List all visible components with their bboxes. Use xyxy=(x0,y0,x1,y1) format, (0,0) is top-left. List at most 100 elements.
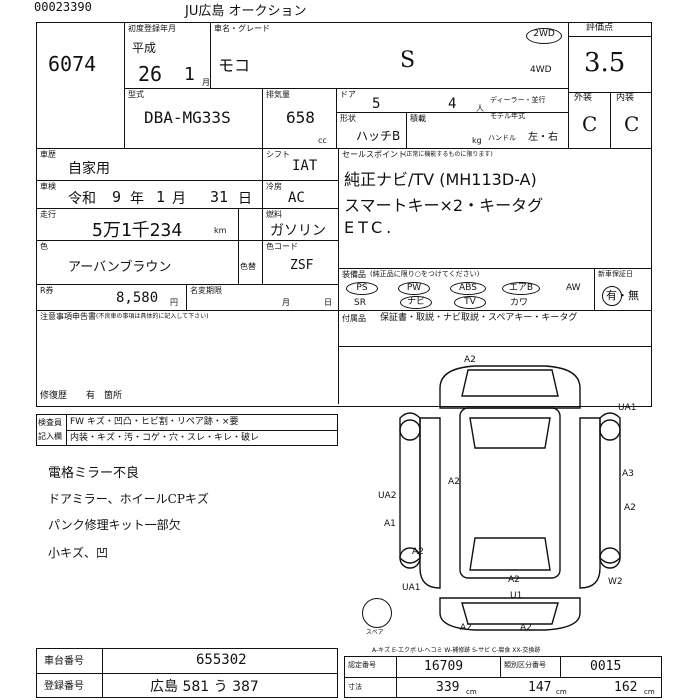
mileage-label: 走行 xyxy=(40,210,56,219)
shape-label: 形状 xyxy=(340,114,356,123)
shape-value: ハッチB xyxy=(356,129,401,143)
equipment-pw: PW xyxy=(398,282,430,295)
equipment-abs: ABS xyxy=(450,282,486,295)
damage-mark-12: W2 xyxy=(608,577,623,587)
recycle-unit: 円 xyxy=(170,298,178,307)
accessories-value: 保証書・取説・ナビ取説・スペアキー・キータグ xyxy=(380,313,578,323)
drive-4wd: 4WD xyxy=(530,65,552,75)
color-code: ZSF xyxy=(290,258,314,273)
registration-month-unit: 月 xyxy=(202,78,210,87)
spare-label: スペア xyxy=(366,629,384,636)
shift-label: シフト xyxy=(266,150,290,159)
displacement-unit: cc xyxy=(318,136,327,145)
name-change-day: 日 xyxy=(324,298,332,307)
interior-grade: C xyxy=(624,112,640,136)
lot-number: 6074 xyxy=(48,52,97,76)
vehicle-grade: S xyxy=(400,48,416,73)
damage-mark-10: A2 xyxy=(508,575,520,585)
main-frame xyxy=(36,22,652,407)
usage-value: 自家用 xyxy=(68,161,110,177)
registration-era: 平成 xyxy=(132,41,157,55)
load-unit: kg xyxy=(472,136,482,145)
doors-value: 5 xyxy=(372,96,381,112)
fuel-label: 燃料 xyxy=(266,210,282,219)
ac-label: 冷房 xyxy=(266,182,282,191)
usage-label: 車歴 xyxy=(40,150,56,159)
equipment-aw: AW xyxy=(566,283,581,293)
score-label: 評価点 xyxy=(586,23,614,33)
model-year-label: モデル年式 xyxy=(490,112,525,120)
repair-label: 修復歴 xyxy=(40,391,68,401)
dimensions-label: 寸法 xyxy=(348,683,362,691)
name-change-label: 名変期限 xyxy=(190,286,222,295)
damage-mark-7: A1 xyxy=(384,519,396,529)
dimensions-width: 147 xyxy=(528,680,552,695)
seats-unit: 人 xyxy=(476,104,484,113)
recycle-value: 8,580 xyxy=(116,290,159,306)
damage-legend: A-キズ E-エクボ U-ヘコミ W-補修跡 S-サビ C-腐食 XX-交換跡 xyxy=(372,647,541,654)
recycle-label: R券 xyxy=(40,286,54,295)
other-number-label: 類別区分番号 xyxy=(504,661,546,669)
ac-value: AC xyxy=(288,190,305,206)
certification-label: 認定番号 xyxy=(348,661,376,669)
sales-point-line-2: スマートキー×2・キータグ xyxy=(344,196,544,215)
equipment-sr: SR xyxy=(354,298,366,308)
damage-mark-9: UA1 xyxy=(402,583,421,593)
model-value: DBA-MG33S xyxy=(144,108,231,127)
inspection-label: 車検 xyxy=(40,182,56,191)
equipment-sub: (純正品に限り○をつけてください) xyxy=(370,270,480,278)
new-car-warranty-label: 新車保証日 xyxy=(598,270,633,278)
notes-label: 注意事項申告書 xyxy=(40,312,96,321)
handwritten-note-3: パンク修理キット一部欠 xyxy=(48,518,181,532)
damage-mark-4: A2 xyxy=(624,503,636,513)
displacement-label: 排気量 xyxy=(266,90,290,99)
damage-mark-14: A2 xyxy=(520,623,532,633)
color-code-label: 色コード xyxy=(266,242,298,251)
top-code: 00023390 xyxy=(34,0,92,14)
notes-sub: (不良車の事項は具体的に記入して下さい) xyxy=(96,313,209,320)
color-value: アーバンブラウン xyxy=(68,260,172,275)
interior-label: 内装 xyxy=(616,93,635,103)
fuel-value: ガソリン xyxy=(270,223,326,239)
inspector-label-2: 記入欄 xyxy=(38,432,62,441)
equipment-airbag: エアB xyxy=(502,282,540,295)
drive-2wd-selected: 2WD xyxy=(526,28,562,44)
dimensions-length-unit: cm xyxy=(466,688,477,696)
equipment-navi: ナビ xyxy=(400,296,432,309)
handle-value: 左・右 xyxy=(528,132,558,143)
handwritten-note-2: ドアミラー、ホイールCPキズ xyxy=(48,492,209,506)
handwritten-note-4: 小キズ、凹 xyxy=(48,546,109,560)
damage-mark-5: A2 xyxy=(448,477,460,487)
plate-value: 広島 581 う 387 xyxy=(150,679,259,695)
inspection-year-unit: 年 xyxy=(130,191,144,207)
vehicle-name: モコ xyxy=(218,56,251,75)
damage-mark-1: A2 xyxy=(464,355,476,365)
damage-mark-11: U1 xyxy=(510,591,523,601)
equipment-tv: TV xyxy=(454,296,486,309)
dimensions-width-unit: cm xyxy=(556,688,567,696)
displacement-value: 658 xyxy=(286,108,315,127)
registration-label: 初度登録年月 xyxy=(128,24,176,33)
inspection-year: 9 xyxy=(112,188,122,206)
inspector-row-1: FW キズ・凹凸・ヒビ割・リペア跡・×要 xyxy=(70,417,239,427)
other-number-value: 0015 xyxy=(590,659,622,674)
handle-label: ハンドル xyxy=(488,134,516,142)
doors-label: ドア xyxy=(340,90,356,99)
car-damage-diagram xyxy=(399,365,621,631)
damage-mark-6: UA2 xyxy=(378,491,397,501)
equipment-leather: カワ xyxy=(510,298,529,308)
inspection-month-unit: 月 xyxy=(172,191,186,207)
dimensions-height: 162 xyxy=(614,680,638,695)
equipment-label: 装備品 xyxy=(342,270,366,279)
chassis-label: 車台番号 xyxy=(44,656,84,667)
dimensions-length: 339 xyxy=(436,680,460,695)
spare-tire-icon xyxy=(362,598,392,628)
plate-label: 登録番号 xyxy=(44,681,84,692)
score-value: 3.5 xyxy=(584,48,626,78)
inspection-month: 1 xyxy=(156,188,166,206)
damage-mark-13: A2 xyxy=(460,623,472,633)
seats-value: 4 xyxy=(448,96,457,112)
equipment-ps: PS xyxy=(346,282,378,295)
inspector-label-1: 検査員 xyxy=(38,418,62,427)
inspection-day: 31 xyxy=(210,188,229,206)
